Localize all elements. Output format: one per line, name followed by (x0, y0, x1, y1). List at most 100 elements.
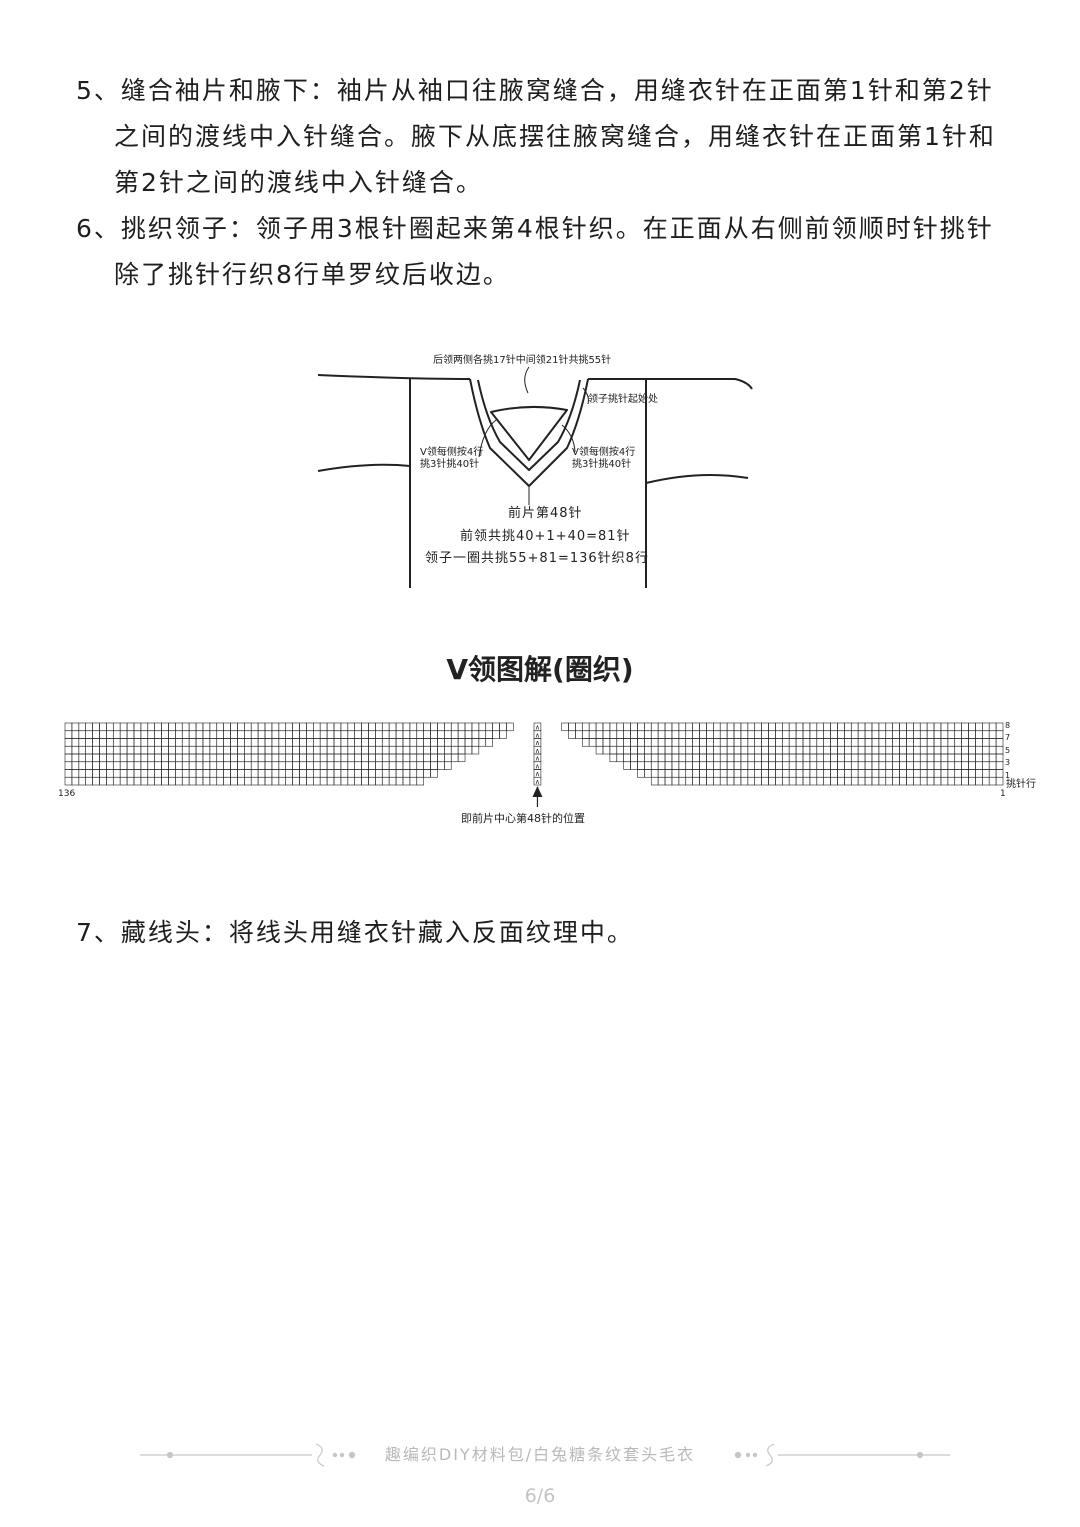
grid-cell (78, 745, 86, 755)
grid-cell (340, 753, 349, 763)
grid-cell (850, 730, 859, 739)
grid-cell (795, 769, 804, 778)
grid-cell (899, 745, 907, 755)
grid-cell (913, 722, 921, 732)
grid-cell (140, 776, 149, 786)
grid-cell (195, 738, 204, 747)
grid-cell (430, 730, 438, 739)
grid-cell (650, 745, 659, 755)
grid-cell (630, 753, 638, 763)
grid-cell (816, 722, 824, 732)
grid-cell (257, 769, 266, 778)
grid-cell (864, 776, 873, 786)
grid-cell (685, 761, 693, 770)
grid-cell (940, 753, 949, 763)
grid-cell (257, 776, 266, 786)
grid-cell (830, 722, 838, 732)
grid-cell (650, 730, 659, 739)
grid-cell (319, 769, 328, 778)
grid-cell (781, 745, 790, 755)
grid-cell (133, 753, 142, 763)
grid-cell (485, 738, 493, 747)
grid-cell (119, 738, 128, 747)
grid-cell (940, 745, 949, 755)
grid-cell (961, 761, 969, 770)
grid-cell (133, 745, 142, 755)
grid-cell (209, 776, 218, 786)
grid-cell (685, 745, 693, 755)
grid-cell (85, 769, 93, 778)
grid-cell (906, 738, 914, 747)
grid-cell (802, 730, 811, 739)
grid-cell (188, 753, 197, 763)
grid-cell (664, 738, 673, 747)
grid-cell (733, 769, 742, 778)
grid-cell (106, 761, 114, 770)
grid-cell (471, 730, 480, 739)
grid-cell (375, 753, 383, 763)
grid-cell (237, 738, 245, 747)
grid-cell (271, 745, 280, 755)
grid-cell (402, 722, 411, 732)
grid-cell (995, 753, 1004, 763)
grid-cell (650, 769, 659, 778)
grid-cell (395, 738, 404, 747)
grid-cell (64, 738, 73, 747)
grid-cell (781, 722, 790, 732)
grid-cell (802, 738, 811, 747)
grid-cell (581, 722, 590, 732)
grid-cell (347, 738, 355, 747)
grid-cell (630, 745, 638, 755)
grid-cell (92, 753, 100, 763)
grid-cell (761, 745, 769, 755)
center-stitch-symbol: ∧ (535, 770, 540, 778)
grid-cell (388, 776, 397, 786)
grid-cell (133, 776, 142, 786)
grid-cell (595, 738, 604, 747)
grid-cell (947, 738, 956, 747)
grid-cell (306, 722, 314, 732)
grid-cell (699, 730, 707, 739)
grid-cell (499, 730, 507, 739)
grid-cell (223, 738, 231, 747)
grid-cell (823, 745, 831, 755)
grid-cell (312, 753, 321, 763)
grid-cell (899, 776, 907, 786)
grid-cell (175, 769, 183, 778)
grid-cell (409, 745, 418, 755)
grid-cell (795, 722, 804, 732)
grid-cell (982, 769, 990, 778)
grid-cell (464, 745, 473, 755)
grid-cell (588, 738, 597, 747)
grid-cell (809, 730, 818, 739)
grid-cell (312, 776, 321, 786)
grid-cell (319, 722, 328, 732)
step-6-line-1: 6、挑织领子：领子用3根针圈起来第4根针织。在正面从右侧前领顺时针挑针 (76, 214, 994, 243)
grid-cell (913, 776, 921, 786)
grid-cell (271, 776, 280, 786)
center-stitch-label: 即前片中心第48针的位置 (461, 812, 585, 825)
grid-cell (795, 761, 804, 770)
grid-cell (402, 776, 411, 786)
grid-cell (485, 722, 493, 732)
grid-cell (264, 722, 273, 732)
grid-cell (802, 722, 811, 732)
grid-cell (954, 745, 962, 755)
grid-cell (85, 730, 93, 739)
grid-cell (271, 753, 280, 763)
grid-cell (326, 776, 335, 786)
grid-cell (375, 761, 383, 770)
grid-cell (78, 730, 86, 739)
grid-cell (761, 776, 769, 786)
grid-cell (381, 769, 390, 778)
grid-cell (347, 753, 355, 763)
grid-cell (864, 738, 873, 747)
grid-cell (995, 738, 1004, 747)
grid-cell (361, 738, 369, 747)
grid-cell (188, 776, 197, 786)
grid-cell (437, 722, 445, 732)
grid-cell (154, 769, 162, 778)
grid-cell (671, 745, 680, 755)
back-neck-label: 后领两侧各挑17针中间领21针共挑55针 (433, 355, 612, 366)
grid-cell (671, 722, 680, 732)
